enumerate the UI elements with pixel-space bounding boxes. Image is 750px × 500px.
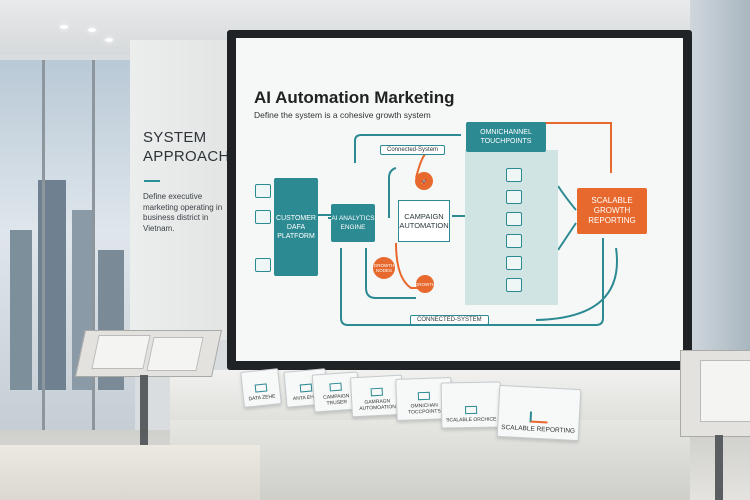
display-card: DATA ZEHE bbox=[240, 368, 282, 408]
window-mullion bbox=[92, 60, 95, 440]
growth-node: GROWTH bbox=[415, 275, 435, 293]
foreground-counter bbox=[0, 445, 260, 500]
left-lectern-paper bbox=[91, 335, 151, 369]
wall-accent-rule bbox=[144, 180, 160, 182]
mail-icon bbox=[506, 190, 522, 204]
display-card: SCALABLE ORCHICE bbox=[440, 381, 502, 429]
customer-data-platform-box: CUSTOMER DAFA PLATFORM bbox=[274, 178, 318, 276]
flow-line bbox=[388, 167, 397, 218]
user-icon bbox=[255, 210, 271, 224]
window-mullion bbox=[42, 60, 45, 440]
ceiling-light bbox=[88, 28, 96, 32]
card-icon bbox=[417, 391, 431, 401]
flow-line bbox=[557, 222, 577, 251]
card-icon bbox=[529, 411, 549, 424]
location-icon bbox=[506, 168, 522, 182]
left-lectern-post bbox=[140, 375, 148, 445]
ceiling-light bbox=[60, 25, 68, 29]
connected-system-bottom-label: CONNECTED-SYSTEM bbox=[410, 315, 489, 325]
flow-line bbox=[340, 238, 604, 326]
omnichannel-touchpoints-box: OMNICHANNEL TOUCHPOINTS bbox=[466, 122, 546, 152]
flow-line-accent bbox=[395, 242, 426, 289]
ceiling-light bbox=[105, 38, 113, 42]
card-icon bbox=[299, 383, 313, 393]
city-building bbox=[10, 230, 32, 390]
card-label: DATA ZEHE bbox=[248, 393, 276, 403]
growth-nodes-node: GROWTH NODES bbox=[373, 257, 395, 279]
flow-line bbox=[354, 134, 461, 163]
play-icon bbox=[506, 234, 522, 248]
campaign-automation-box: CAMPAIGN AUTOMATION bbox=[398, 200, 450, 242]
group-icon bbox=[255, 258, 271, 272]
flow-line bbox=[365, 248, 416, 299]
rocket-node: 🚀 bbox=[415, 172, 433, 190]
right-lectern-post bbox=[715, 435, 723, 500]
card-icon bbox=[370, 387, 383, 397]
card-icon bbox=[329, 382, 342, 392]
card-icon bbox=[254, 383, 268, 393]
wall-panel bbox=[130, 40, 240, 340]
right-lectern-paper bbox=[700, 360, 750, 422]
flow-line bbox=[535, 247, 618, 321]
connected-system-top-label: Connected-System bbox=[380, 145, 446, 155]
left-lectern-paper bbox=[146, 337, 204, 371]
ai-analytics-engine-box: AI ANALYTICS ENGINE bbox=[331, 204, 375, 242]
scalable-growth-reporting-box: SCALABLE GROWTH REPORTING bbox=[577, 188, 647, 234]
chart-icon bbox=[506, 278, 522, 292]
wall-title: SYSTEM APPROACH bbox=[143, 129, 230, 165]
card-label: SCALABLE ORCHICE bbox=[446, 416, 497, 424]
display-card: SCALABLE REPORTING bbox=[496, 384, 582, 442]
monitor-icon bbox=[506, 212, 522, 226]
card-icon bbox=[465, 405, 478, 415]
screen-title: AI Automation Marketing bbox=[254, 88, 455, 107]
screen-subtitle: Define the system is a cohesive growth s… bbox=[254, 110, 431, 120]
wall-body-text: Define executive marketing operating in … bbox=[143, 192, 223, 233]
card-label: SCALABLE REPORTING bbox=[501, 424, 576, 435]
database-icon bbox=[255, 184, 271, 198]
mobile-icon bbox=[506, 256, 522, 270]
flow-line bbox=[557, 185, 577, 211]
